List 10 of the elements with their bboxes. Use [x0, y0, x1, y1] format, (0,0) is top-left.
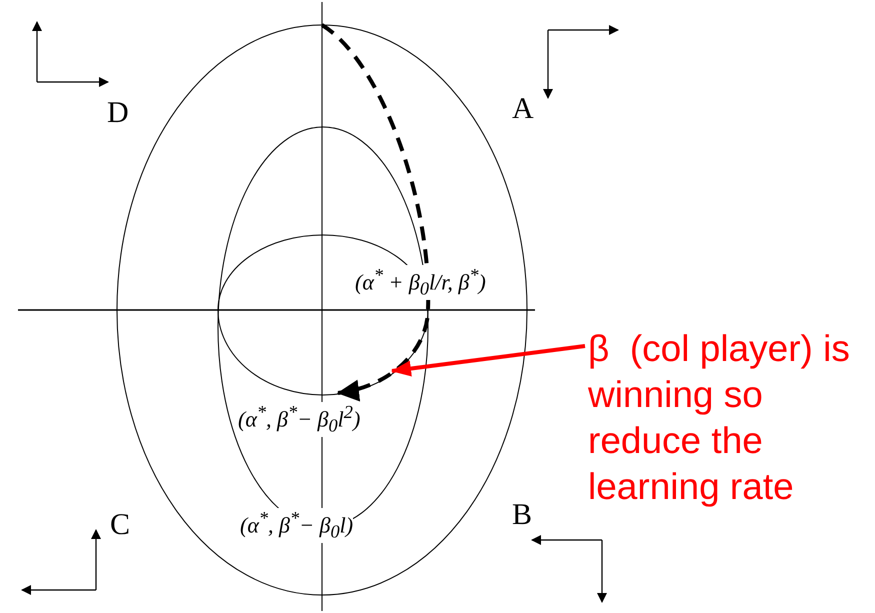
quadrant-label: D	[107, 96, 129, 130]
quadrant-label: B	[512, 498, 532, 532]
quadrant-label: C	[110, 508, 130, 542]
point-label: (α$^{*}$ + β$_{0}$l/r, β$^{*}$)	[355, 265, 486, 300]
quadrant-label: A	[512, 92, 534, 126]
annotation-text: β (col player) is winning so reduce the learning rate	[588, 326, 850, 510]
dashed-trajectory	[320, 23, 430, 400]
leader-arrow	[391, 344, 586, 376]
point-label: (α$^{*}$, β$^{*}$− β$_{0}$l)	[240, 508, 354, 543]
point-label: (α$^{*}$, β$^{*}$− β$_{0}$l$^{2}$)	[238, 402, 360, 437]
